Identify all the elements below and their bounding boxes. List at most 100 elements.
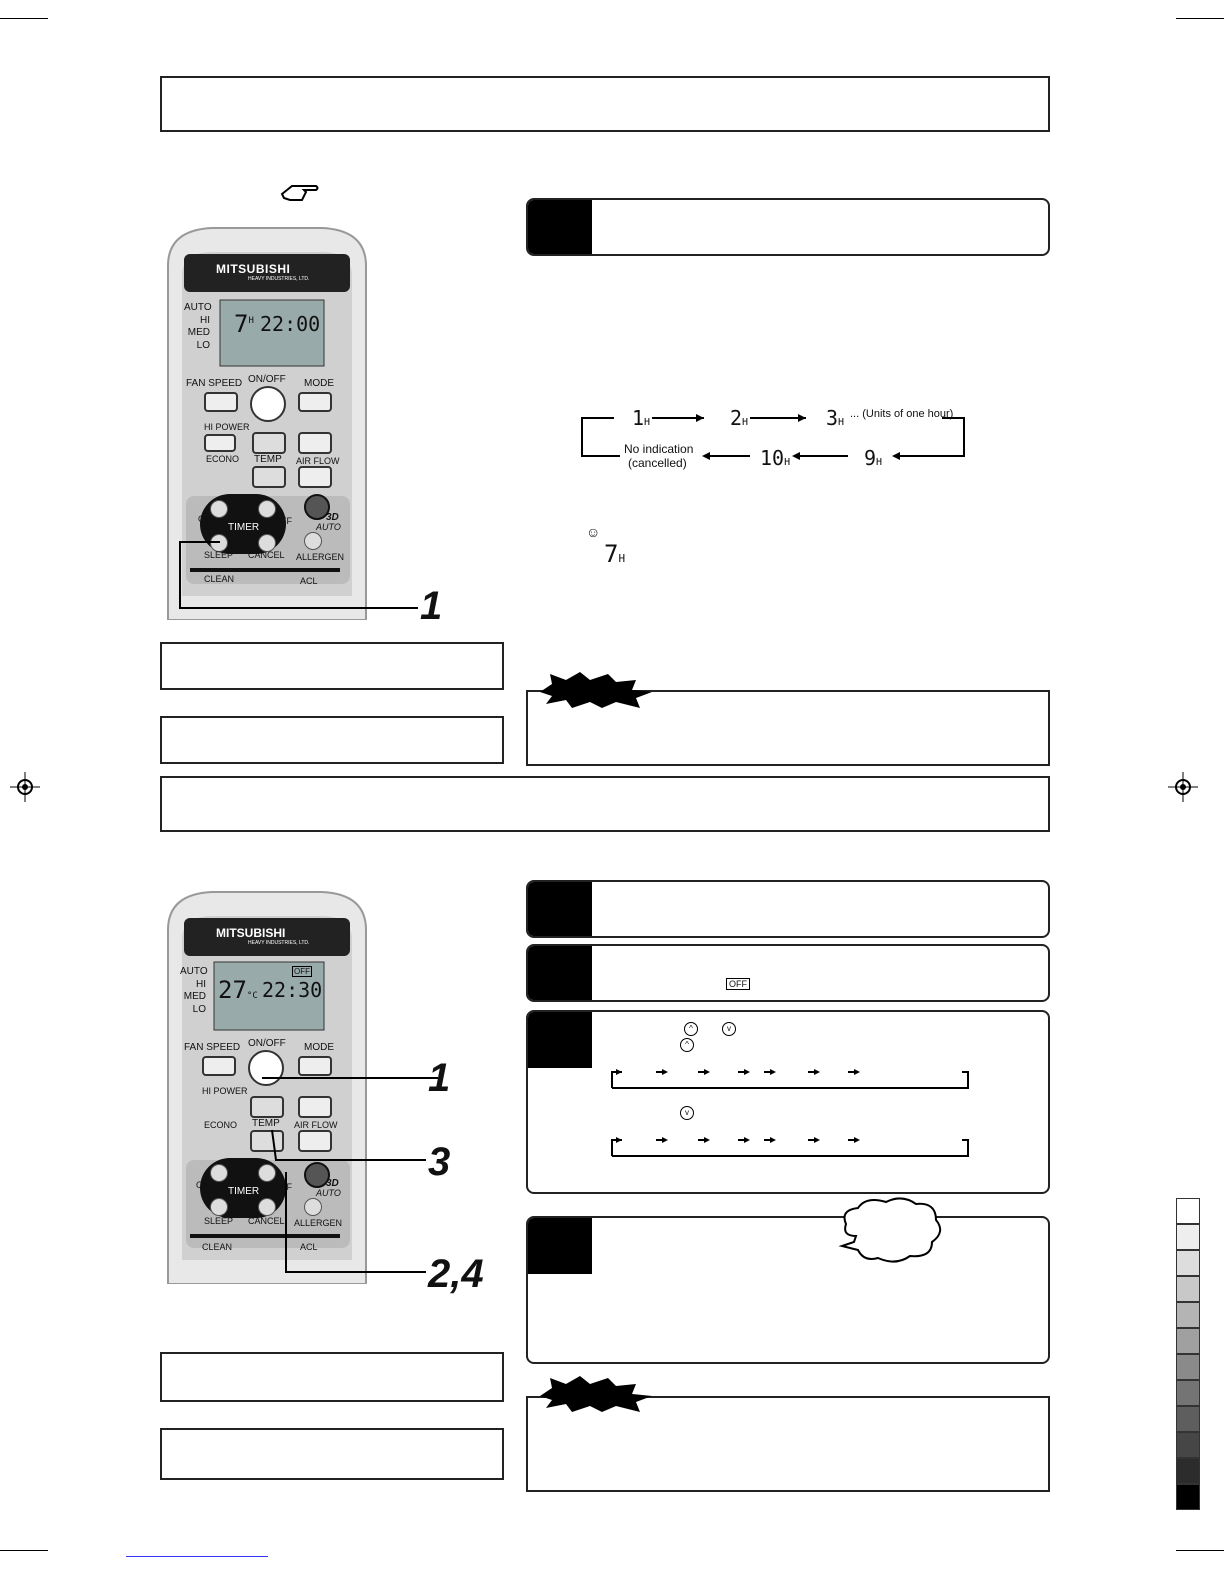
note-box	[160, 1352, 504, 1402]
note-box-divider	[328, 1350, 504, 1352]
brand-sub: HEAVY INDUSTRIES, LTD.	[248, 940, 310, 946]
cycle-no-indication: No indication	[624, 442, 694, 456]
sleep-button[interactable]	[210, 1198, 228, 1216]
callout-number-2-4: 2,4	[428, 1252, 484, 1296]
btn-3d-label: 3D	[326, 1178, 339, 1189]
fan-speed-button[interactable]	[202, 1056, 236, 1076]
btn-off-label: OFF	[274, 516, 292, 526]
air-flow-down-button[interactable]	[298, 466, 332, 488]
mode-button[interactable]	[298, 392, 332, 412]
cycle-value-10: 10H	[760, 446, 791, 470]
cancel-button[interactable]	[258, 534, 276, 552]
lcd-temp-unit: °C	[246, 991, 258, 1001]
example-sleep-hours: 7H	[604, 540, 626, 568]
up-arrow-icon: ^	[680, 1038, 694, 1052]
lcd-sleep-hours: 7H	[234, 310, 254, 338]
note-box-divider	[328, 640, 504, 642]
temp-up-button[interactable]	[252, 432, 286, 454]
lcd-hours-unit: H	[248, 316, 254, 326]
off-indicator-badge: OFF	[726, 978, 750, 990]
btn-on-label: ON	[196, 1180, 210, 1190]
btn-timer-label: TIMER	[228, 522, 260, 533]
hi-power-button[interactable]	[204, 434, 236, 452]
cancel-button[interactable]	[258, 1198, 276, 1216]
note-box	[160, 642, 504, 690]
gray-swatch	[1176, 1432, 1200, 1458]
cycle-cancelled: (cancelled)	[628, 456, 687, 470]
timer-on-button[interactable]	[210, 500, 228, 518]
on-off-button[interactable]	[248, 1050, 284, 1086]
fan-level-hi: HI	[196, 978, 206, 990]
btn-allergen-label: ALLERGEN	[296, 552, 345, 562]
grayscale-calibration-strip	[1176, 1198, 1200, 1510]
step-number	[528, 882, 592, 936]
air-flow-up-button[interactable]	[298, 1096, 332, 1118]
timer-off-button[interactable]	[258, 500, 276, 518]
btn-clean-label: CLEAN	[204, 574, 235, 584]
gray-swatch	[1176, 1302, 1200, 1328]
btn-fan-speed-label: FAN SPEED	[184, 1042, 241, 1053]
step-number	[528, 1012, 592, 1068]
temp-down-button[interactable]	[252, 466, 286, 488]
btn-on-off-label: ON/OFF	[248, 374, 286, 385]
brand-sub: HEAVY INDUSTRIES, LTD.	[248, 276, 310, 282]
cycle-units-note: ... (Units of one hour)	[850, 408, 954, 420]
timer-off-button[interactable]	[258, 1164, 276, 1182]
note-box	[160, 716, 504, 764]
allergen-button[interactable]	[304, 532, 322, 550]
3d-auto-button[interactable]	[304, 494, 330, 520]
btn-clean-label: CLEAN	[202, 1242, 233, 1252]
remote-control: MITSUBISHI HEAVY INDUSTRIES, LTD. AUTO H…	[162, 226, 370, 621]
btn-sleep-label: SLEEP	[204, 1216, 234, 1226]
fan-speed-button[interactable]	[204, 392, 238, 412]
btn-mode-label: MODE	[304, 1042, 334, 1053]
fan-level-hi: HI	[200, 314, 210, 326]
btn-auto-label: AUTO	[316, 522, 341, 532]
brand-logo: MITSUBISHI	[216, 262, 290, 276]
gray-swatch	[1176, 1328, 1200, 1354]
crop-mark	[0, 18, 48, 19]
up-arrow-icon: ^	[684, 1022, 698, 1036]
btn-acl-label: ACL	[300, 576, 318, 586]
crop-mark	[1176, 18, 1224, 19]
btn-mode-label: MODE	[304, 378, 334, 389]
tip-box	[526, 1396, 1050, 1492]
btn-acl-label: ACL	[300, 1242, 318, 1252]
on-off-button[interactable]	[250, 386, 286, 422]
3d-auto-button[interactable]	[304, 1162, 330, 1188]
temp-down-button[interactable]	[250, 1130, 284, 1152]
pointing-hand-icon	[280, 180, 320, 211]
mode-button[interactable]	[298, 1056, 332, 1076]
temp-up-button[interactable]	[250, 1096, 284, 1118]
lcd-hours-value: 7	[234, 310, 249, 338]
callout-leader	[280, 1170, 430, 1283]
gray-swatch	[1176, 1224, 1200, 1250]
timer-on-button[interactable]	[210, 1164, 228, 1182]
allergen-button[interactable]	[304, 1198, 322, 1216]
btn-cancel-label: CANCEL	[248, 1216, 285, 1226]
btn-temp-label: TEMP	[254, 454, 282, 465]
gray-swatch	[1176, 1198, 1200, 1224]
gray-swatch	[1176, 1458, 1200, 1484]
step-box-4	[526, 1216, 1050, 1364]
starburst-icon	[536, 670, 656, 715]
air-flow-down-button[interactable]	[298, 1130, 332, 1152]
registration-mark	[10, 772, 40, 802]
fan-level-lo: LO	[192, 1003, 206, 1015]
btn-allergen-label: ALLERGEN	[294, 1218, 343, 1228]
step-box-1	[526, 880, 1050, 938]
btn-timer-label: TIMER	[228, 1186, 260, 1197]
callout-leader	[178, 540, 428, 617]
fan-level-auto: AUTO	[180, 966, 208, 977]
btn-on-label: ON	[198, 514, 212, 524]
btn-on-off-label: ON/OFF	[248, 1038, 286, 1049]
lcd-time: 22:30	[262, 978, 323, 1002]
callout-leader	[270, 1128, 430, 1169]
cycle-value-3: 3H	[826, 406, 845, 430]
note-box	[160, 1428, 504, 1480]
lcd-time: 22:00	[260, 312, 321, 336]
air-flow-up-button[interactable]	[298, 432, 332, 454]
btn-temp-label: TEMP	[252, 1118, 280, 1129]
brand-logo: MITSUBISHI	[216, 926, 285, 940]
btn-sleep-label: SLEEP	[204, 550, 234, 560]
